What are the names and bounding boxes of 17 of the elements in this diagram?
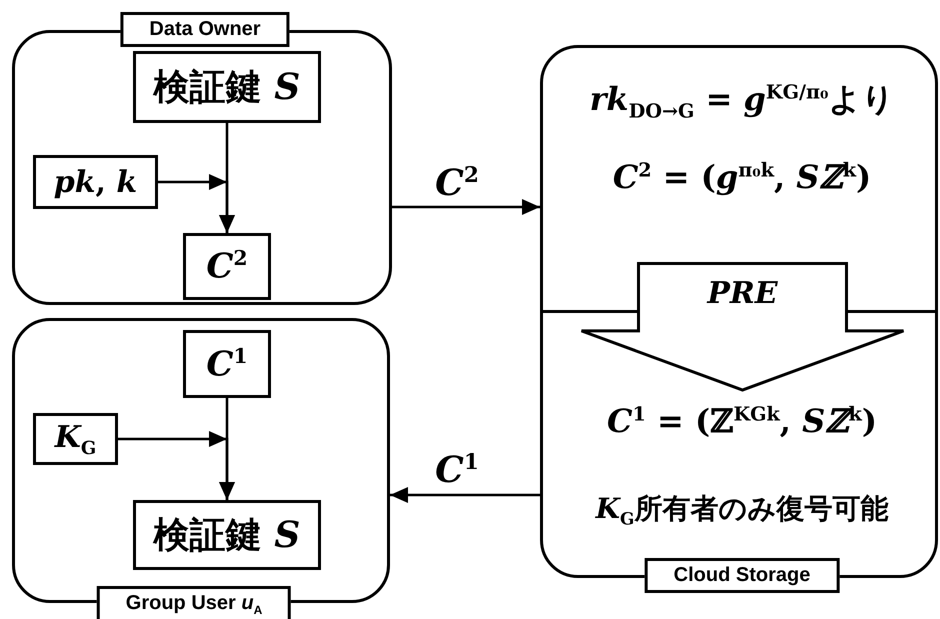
arrow-label: PRE <box>707 276 778 311</box>
formula-text: K$_{G}$所有者のみ復号可能 <box>596 491 888 529</box>
arrow <box>390 487 540 503</box>
arrow <box>118 431 235 500</box>
box-title: Group User u$_{A}$ <box>96 586 292 619</box>
ciphertext-box: C$^{1}$ <box>183 330 271 398</box>
key-box: 検証鍵 S <box>133 51 321 123</box>
ciphertext-box: C$^{2}$ <box>183 233 271 300</box>
formula-text: rk$_{DO→G}$ = g$^{KG/π₀}$より <box>590 79 894 122</box>
block-arrow <box>580 262 905 392</box>
input-box: pk, k <box>33 155 158 209</box>
key-box: K$_{G}$ <box>33 413 118 465</box>
box-title: Data Owner <box>120 12 290 47</box>
arrow <box>158 174 235 233</box>
arrow <box>392 199 540 215</box>
key-box: 検証鍵 S <box>133 500 321 570</box>
box-title: Cloud Storage <box>644 558 840 593</box>
